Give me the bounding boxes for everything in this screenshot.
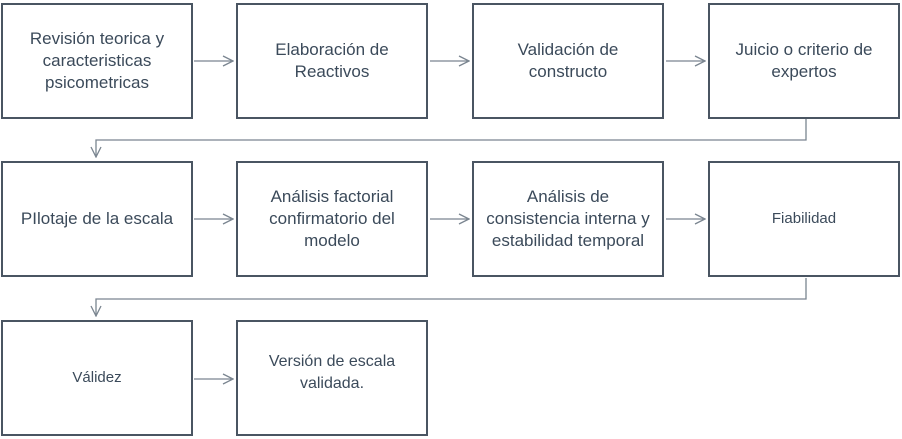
step-validez: Válidez <box>1 320 193 436</box>
step-elaboracion-reactivos: Elaboración de Reactivos <box>236 3 428 119</box>
step-label: PIlotaje de la escala <box>20 209 174 228</box>
step-label: Revisión teorica y caracteristicas psico… <box>29 29 165 92</box>
step-label: Análisis de consistencia interna y estab… <box>486 187 650 250</box>
step-pilotaje: PIlotaje de la escala <box>1 161 193 277</box>
step-validacion-constructo: Validación de constructo <box>472 3 664 119</box>
step-label: Versión de escala validada. <box>268 353 396 392</box>
step-version-validada: Versión de escala validada. <box>236 320 428 436</box>
step-label: Fiabilidad <box>771 210 837 227</box>
arrow-8-9 <box>96 278 807 316</box>
step-label: Juicio o criterio de expertos <box>735 40 873 81</box>
step-consistencia-interna: Análisis de consistencia interna y estab… <box>472 161 664 277</box>
step-fiabilidad: Fiabilidad <box>708 161 900 277</box>
step-juicio-expertos: Juicio o criterio de expertos <box>708 3 900 119</box>
step-label: Validación de constructo <box>517 40 619 81</box>
step-label: Válidez <box>72 369 122 386</box>
step-analisis-factorial: Análisis factorial confirmatorio del mod… <box>236 161 428 277</box>
step-revision-teorica: Revisión teorica y caracteristicas psico… <box>1 3 193 119</box>
step-label: Elaboración de Reactivos <box>275 40 389 81</box>
arrow-4-5 <box>96 119 807 157</box>
step-label: Análisis factorial confirmatorio del mod… <box>269 187 395 250</box>
